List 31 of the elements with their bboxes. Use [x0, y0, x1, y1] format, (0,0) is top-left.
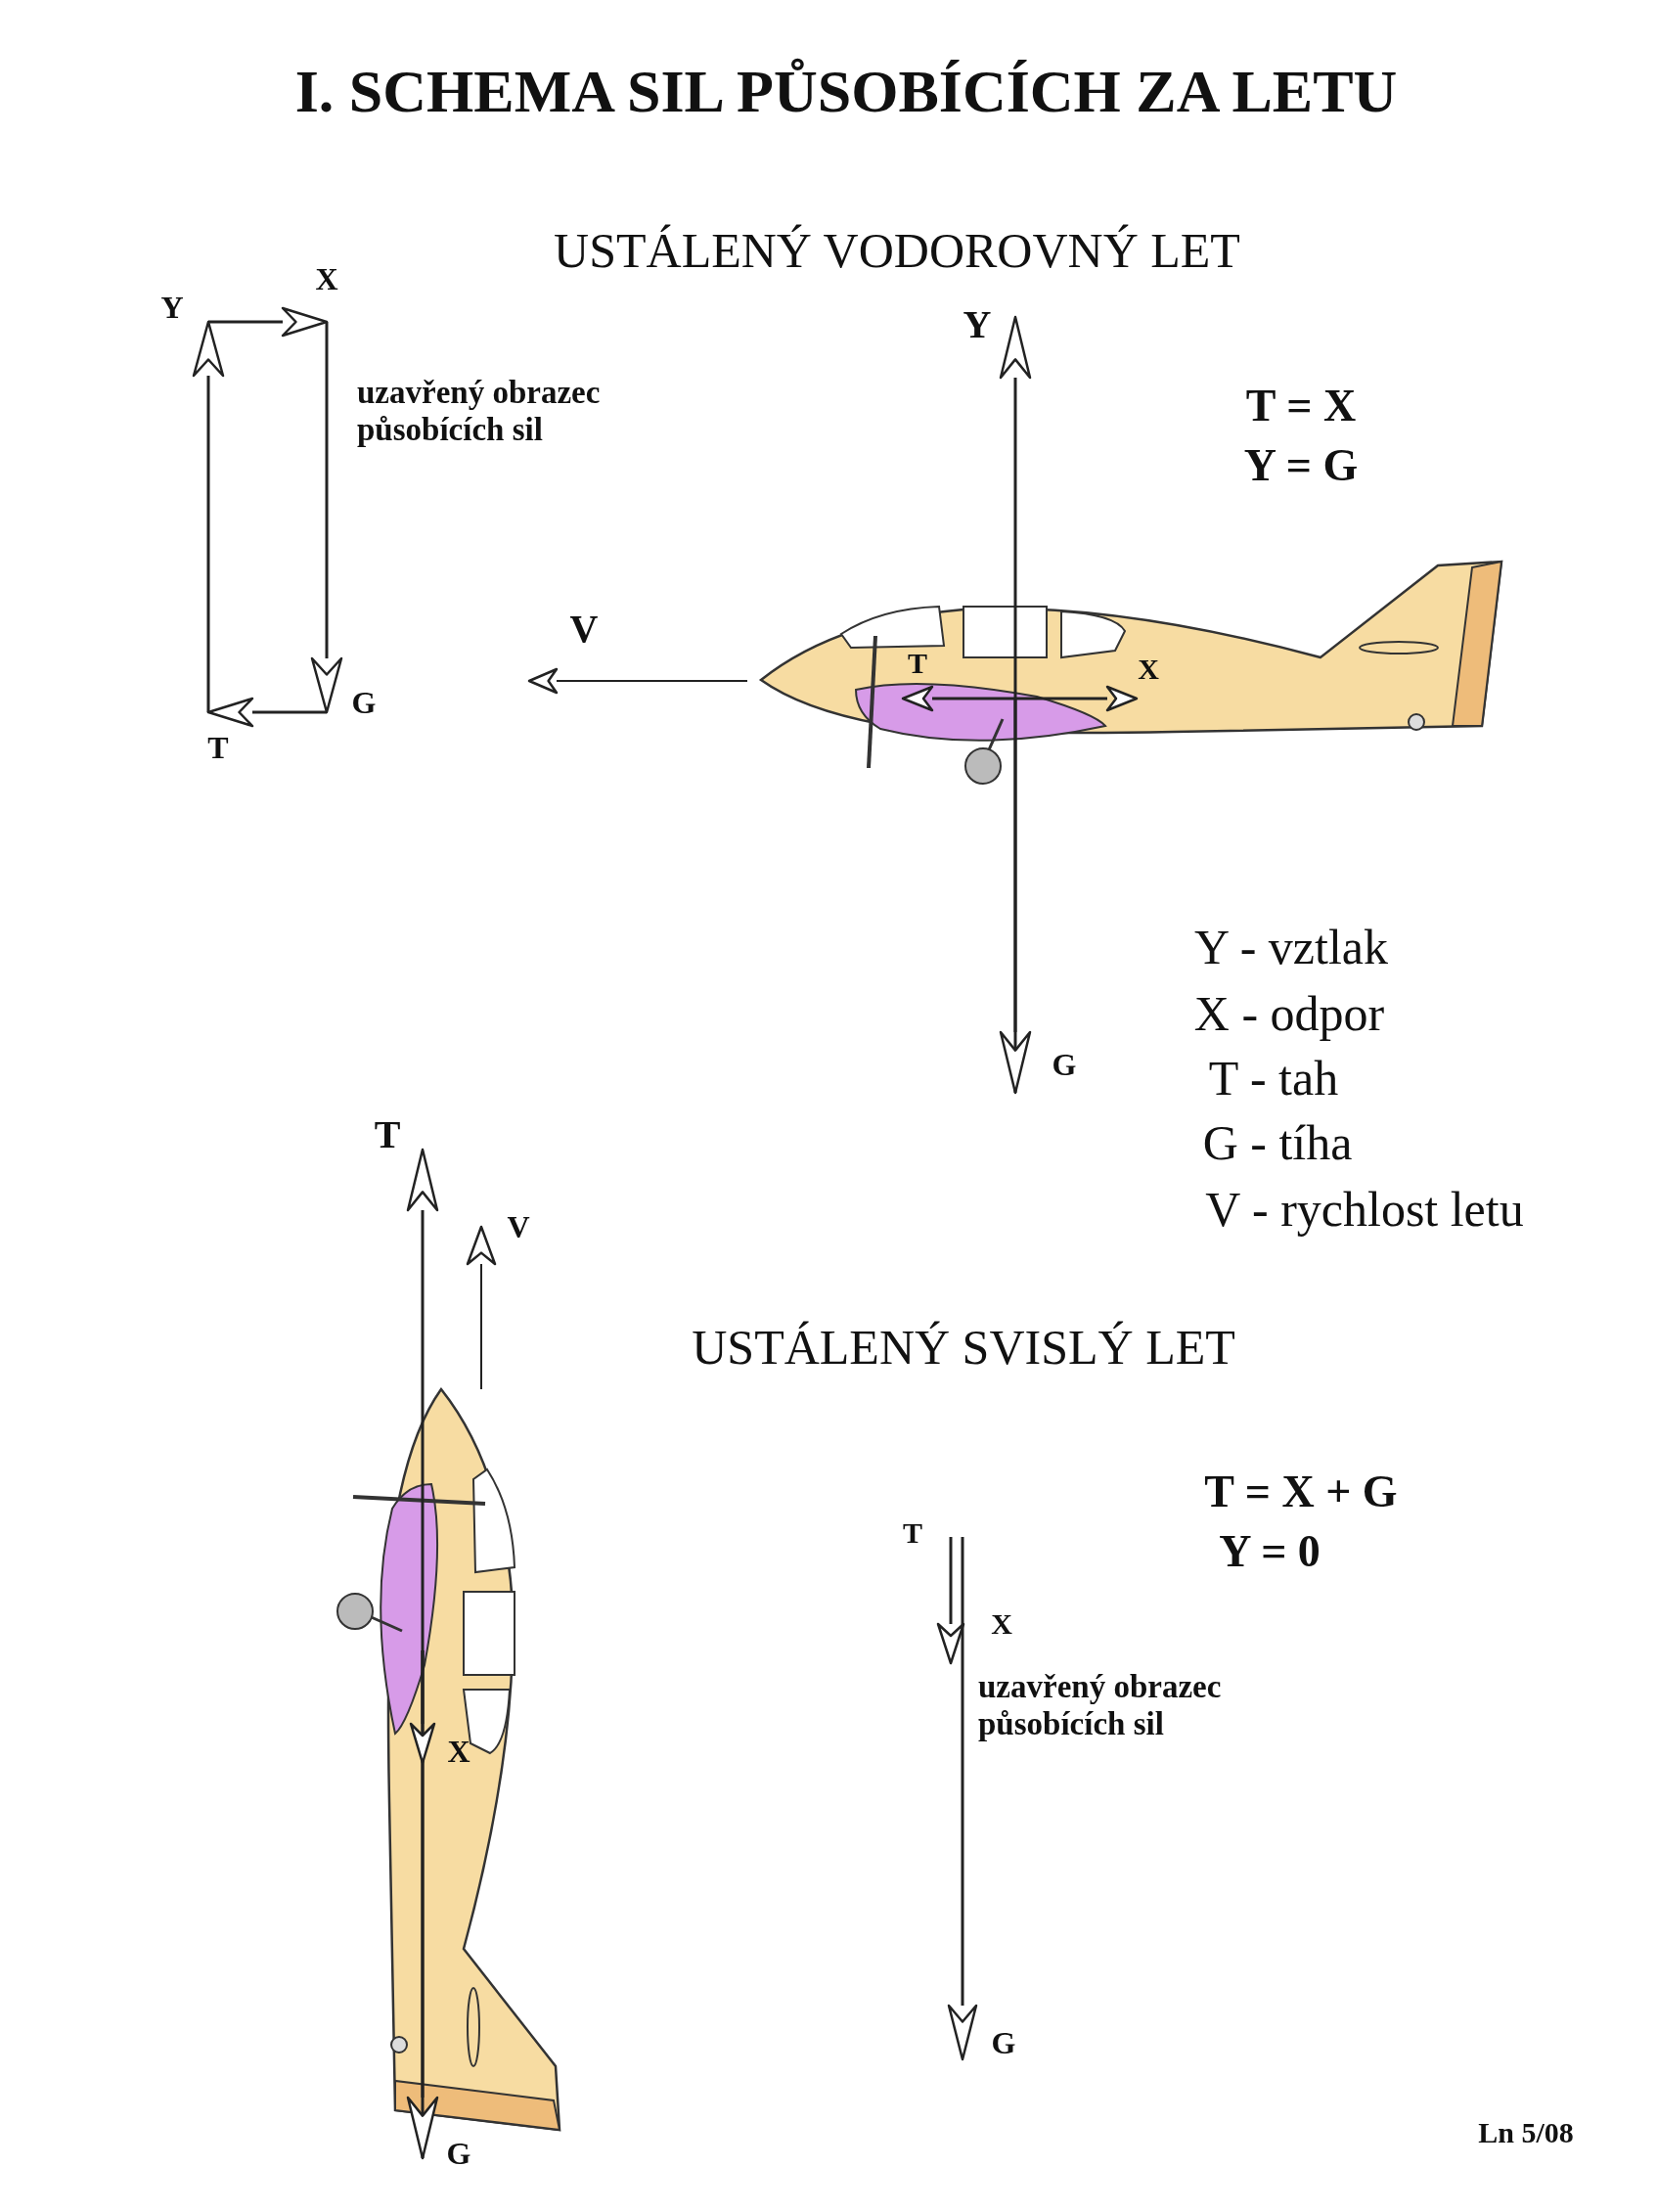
equation-text: T = X	[1245, 380, 1357, 432]
force-letter: G	[351, 684, 377, 721]
note-text: uzavřený obrazec působících sil	[357, 375, 602, 449]
page-title: I. SCHEMA SIL PŮSOBÍCÍCH ZA LETU	[294, 57, 1398, 127]
note-text: uzavřený obrazec působících sil	[978, 1669, 1223, 1743]
force-letter: G	[991, 2024, 1016, 2061]
force-letter: V	[569, 607, 599, 652]
force-letter: G	[1052, 1046, 1077, 1083]
key-text: X - odpor	[1193, 986, 1385, 1043]
force-letter: Y	[160, 289, 184, 326]
force-letter: X	[315, 260, 338, 297]
force-letter: T	[908, 646, 927, 681]
force-letter: Y	[963, 302, 992, 347]
force-letter: T	[207, 729, 229, 766]
force-letter: T	[903, 1515, 922, 1551]
force-letter: V	[507, 1208, 530, 1245]
page-number: Ln 5/08	[1478, 2115, 1574, 2150]
force-letter: T	[374, 1112, 401, 1157]
force-letter: G	[446, 2135, 471, 2172]
key-text: G - tíha	[1202, 1115, 1353, 1172]
equation-text: Y = G	[1243, 439, 1359, 492]
force-letter: X	[1138, 652, 1159, 687]
key-text: V - rychlost letu	[1205, 1182, 1524, 1239]
force-letter: X	[447, 1733, 470, 1770]
force-letter: X	[991, 1606, 1012, 1642]
key-text: Y - vztlak	[1193, 920, 1389, 976]
equation-text: T = X + G	[1204, 1466, 1398, 1518]
key-text: T - tah	[1208, 1051, 1339, 1107]
equation-text: Y = 0	[1219, 1525, 1321, 1578]
section-heading: USTÁLENÝ SVISLÝ LET	[692, 1320, 1235, 1377]
section-heading: USTÁLENÝ VODOROVNÝ LET	[554, 223, 1240, 280]
